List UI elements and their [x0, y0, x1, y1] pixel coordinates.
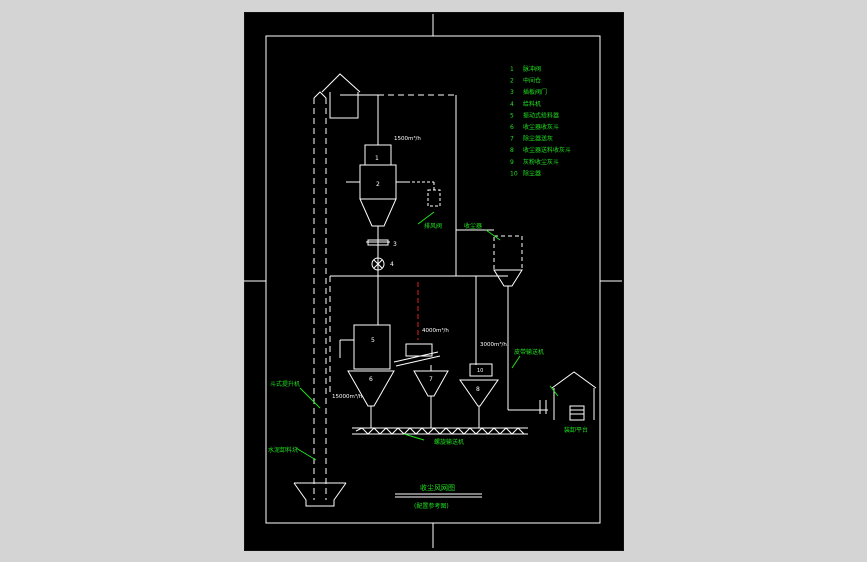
drawing-sheet [244, 12, 624, 551]
feeder-hopper-6 [339, 324, 395, 428]
legend-number: 6 [510, 124, 514, 131]
label-valve: 排风阀 [424, 222, 442, 230]
equip-number-6: 6 [369, 376, 373, 383]
label-elevator: 斗式提升机 [270, 380, 300, 388]
legend-number: 3 [510, 89, 514, 96]
legend-text: 振动式给料器 [523, 111, 559, 119]
legend: 1 脉冲阀 2 中间仓 3 插板阀门 4 给料机 5 振动式给料器 6 收尘器收灰斗 7 除尘器送灰 8 收尘… [510, 65, 571, 177]
legend-text: 脉冲阀 [523, 65, 541, 73]
equip-number-7: 7 [429, 376, 433, 383]
valve-assembly [366, 239, 390, 271]
equip-number-10: 10 [477, 368, 483, 374]
leader-lines [295, 211, 559, 461]
bucket-elevator [313, 73, 361, 500]
label-screw: 螺旋输送机 [434, 438, 464, 446]
duct-network [329, 229, 508, 393]
legend-number: 7 [510, 136, 514, 143]
screw-conveyor [352, 427, 528, 435]
diagram-subtitle: (配置参考图) [414, 502, 449, 510]
label-platform: 装卸平台 [564, 426, 588, 434]
label-collector: 收尘器 [464, 222, 482, 230]
legend-number: 8 [510, 147, 514, 154]
legend-number: 9 [510, 159, 514, 166]
legend-text: 除尘器 [523, 169, 541, 177]
equip-number-3: 3 [393, 241, 397, 248]
equip-number-8: 8 [476, 386, 480, 393]
legend-number: 5 [510, 112, 514, 119]
flow-label-3: 3000m³/h [480, 341, 507, 348]
inner-frame [265, 35, 601, 524]
legend-text: 中间仓 [523, 77, 541, 85]
legend-number: 4 [510, 101, 514, 108]
legend-text: 收尘器收灰斗 [523, 123, 559, 131]
loading-platform [524, 371, 597, 421]
pulse-valve-box [412, 181, 441, 207]
hopper-7 [413, 365, 449, 428]
label-pit: 水泥卸料坑 [268, 446, 298, 454]
legend-text: 给料机 [523, 100, 541, 108]
equip-number-1: 1 [375, 155, 379, 162]
flow-label-4: 15000m³/h [332, 393, 363, 400]
legend-text: 灰粉收尘灰斗 [523, 158, 559, 166]
equip-number-2: 2 [376, 181, 380, 188]
legend-text: 收尘器送料收灰斗 [523, 146, 571, 154]
legend-text: 除尘器送灰 [523, 135, 553, 143]
legend-number: 10 [510, 170, 518, 177]
legend-text: 插板阀门 [523, 88, 547, 96]
vibrating-feeder [393, 343, 441, 367]
legend-number: 1 [510, 66, 514, 73]
hopper-8 [459, 363, 499, 428]
label-belt-conveyor: 皮带输送机 [514, 348, 544, 356]
equip-number-5: 5 [371, 337, 375, 344]
equip-number-4: 4 [390, 261, 394, 268]
top-duct [340, 94, 457, 276]
dust-collector [493, 235, 524, 411]
diagram-title: 收尘风网图 [420, 483, 455, 492]
flow-label-2: 4000m³/h [422, 327, 449, 334]
flow-label-1: 1500m³/h [394, 135, 421, 142]
intermediate-bin [346, 144, 410, 276]
legend-number: 2 [510, 78, 514, 85]
title-underline [395, 493, 482, 498]
unloading-pit [293, 482, 347, 507]
